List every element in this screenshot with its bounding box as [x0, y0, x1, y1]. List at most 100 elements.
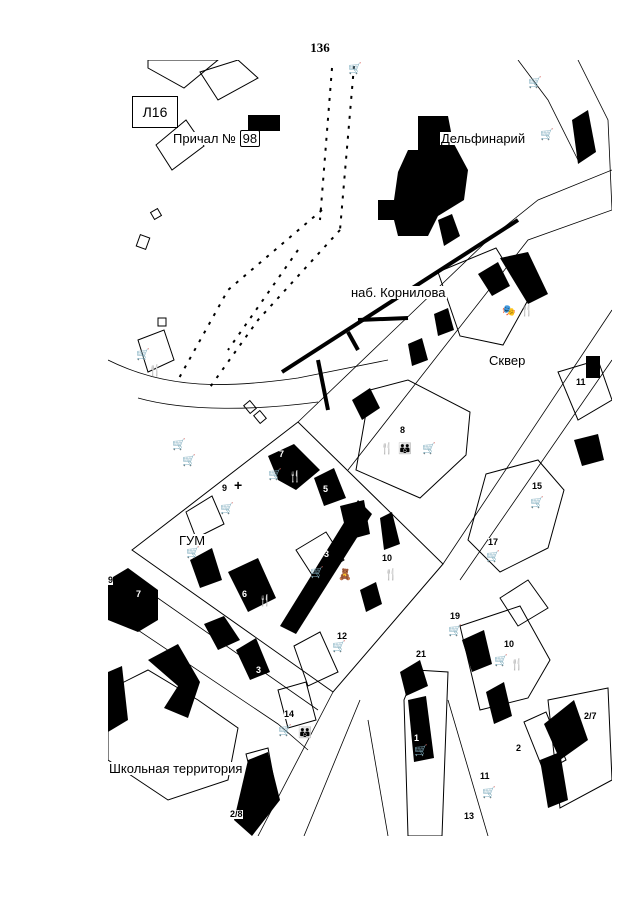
shopping-cart-icon: 🛒	[482, 787, 496, 799]
shopping-cart-icon: 🛒	[220, 503, 234, 515]
people-icon: 👪	[298, 727, 312, 739]
embankment-line	[346, 331, 360, 351]
building-filled	[108, 568, 158, 632]
label-dolphinarium: Дельфинарий	[440, 131, 527, 146]
building-filled	[486, 682, 512, 724]
parking-lane	[339, 65, 355, 231]
people-icon: 🧸	[338, 569, 352, 581]
building-filled	[190, 548, 222, 588]
building-number: 9	[222, 483, 228, 493]
building-filled	[280, 500, 372, 634]
building-filled	[204, 616, 240, 650]
building-filled	[408, 696, 434, 762]
building-outline	[499, 579, 549, 627]
shopping-cart-icon: 🛒	[494, 655, 508, 667]
road-edge	[137, 397, 319, 409]
building-filled	[462, 630, 492, 672]
shopping-cart-icon: 🛒	[540, 129, 554, 141]
road-edge	[517, 60, 579, 161]
parking-lane	[227, 249, 299, 351]
fork-knife-icon: 🍴	[520, 305, 534, 317]
building-filled	[438, 214, 460, 246]
building-filled	[574, 434, 604, 466]
building-filled	[268, 444, 320, 490]
building-filled	[500, 252, 548, 304]
building-filled	[228, 558, 276, 612]
building-outline	[147, 60, 219, 89]
fork-knife-icon: 🍴	[384, 569, 398, 581]
people-icon: 👪	[398, 443, 412, 455]
fork-knife-icon: 🍴	[510, 659, 524, 671]
building-filled	[248, 115, 280, 131]
shopping-cart-icon: 🛒	[136, 349, 150, 361]
building-outline	[437, 247, 529, 346]
building-number: 11	[480, 771, 490, 781]
building-outline	[467, 459, 565, 573]
road-edge	[297, 169, 612, 423]
page-number: 136	[310, 40, 330, 55]
building-number: 14	[284, 709, 295, 719]
label-gum: ГУМ	[178, 533, 207, 548]
building-outline	[149, 207, 163, 221]
building-number: 1	[414, 733, 420, 743]
building-number: 11	[576, 377, 586, 387]
label-square: Сквер	[488, 353, 527, 368]
building-filled	[352, 388, 380, 420]
building-outline	[557, 359, 612, 421]
label-pier: Причал № 98	[172, 130, 262, 147]
city-map[interactable]: Л16 Причал № 98 Дельфинарий наб. Корнило…	[108, 60, 612, 836]
shopping-cart-icon: 🛒	[448, 625, 462, 637]
sheet-indicator: Л16	[132, 96, 178, 128]
building-outline	[135, 234, 151, 250]
building-number: 2/7	[584, 711, 597, 721]
building-number: 5	[323, 484, 329, 494]
building-outline	[293, 631, 339, 687]
fork-knife-icon: 🍴	[288, 471, 302, 483]
shopping-cart-icon: 🛒	[414, 745, 428, 757]
building-number: 10	[382, 553, 393, 563]
building-outline	[155, 119, 205, 171]
theatre-masks-icon: 🎭	[502, 305, 516, 317]
building-filled	[314, 468, 346, 506]
building-filled	[572, 110, 596, 164]
road-edge	[347, 209, 612, 471]
building-filled	[400, 660, 428, 696]
shopping-cart-icon: 🛒	[528, 77, 542, 89]
building-outline	[108, 669, 239, 801]
shopping-cart-icon: 🛒	[310, 567, 324, 579]
label-embankment: наб. Корнилова	[350, 285, 447, 300]
fork-knife-icon: 🍴	[380, 443, 394, 455]
building-number: 9	[108, 575, 114, 585]
fork-knife-icon: 🍴	[258, 595, 272, 607]
embankment-line	[316, 359, 330, 411]
embankment-line	[357, 316, 409, 322]
shopping-cart-icon: 🛒	[348, 63, 362, 75]
building-outline	[523, 711, 567, 773]
building-number: 3	[324, 549, 330, 559]
building-number: 17	[488, 537, 499, 547]
building-outline	[243, 399, 257, 415]
pier-label: Причал №	[173, 131, 236, 146]
building-number: 3	[256, 665, 262, 675]
building-number: 8	[400, 425, 406, 435]
road-edge	[108, 359, 389, 386]
building-outline	[185, 495, 225, 539]
shopping-cart-icon: 🛒	[422, 443, 436, 455]
building-number: 3	[538, 781, 544, 791]
building-number: 7	[136, 589, 142, 599]
building-filled	[108, 666, 128, 732]
building-filled	[544, 700, 588, 760]
building-number: 15	[532, 481, 543, 491]
building-filled	[360, 582, 382, 612]
building-filled	[148, 644, 200, 718]
shopping-cart-icon: 🛒	[332, 641, 346, 653]
road-edge	[108, 609, 309, 751]
shopping-cart-icon: 🛒	[278, 725, 292, 737]
parking-lane	[207, 229, 341, 391]
parking-lane	[177, 209, 323, 381]
building-outline	[355, 379, 471, 499]
road-edge	[459, 359, 612, 581]
building-number: 10	[504, 639, 515, 649]
building-number: 6	[512, 285, 518, 295]
building-number: 21	[416, 649, 427, 659]
